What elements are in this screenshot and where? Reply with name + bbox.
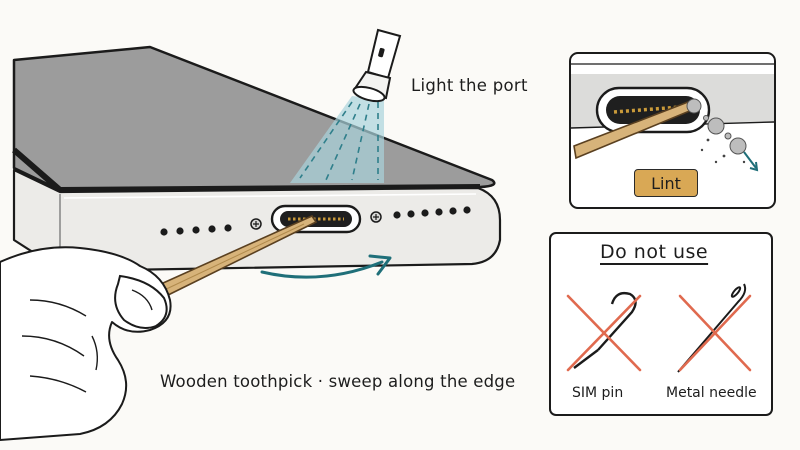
toothpick-caption: Wooden toothpick · sweep along the edge [160, 372, 515, 391]
light-the-port-label: Light the port [411, 76, 528, 95]
metal-needle-label: Metal needle [666, 385, 757, 401]
screw-left-icon [251, 219, 261, 229]
hand [0, 247, 171, 440]
lint-badge: Lint [634, 169, 698, 197]
screw-right-icon [371, 212, 381, 222]
phone-screen-face [14, 47, 494, 190]
do-not-use-heading: Do not use [600, 241, 708, 263]
sim-pin-label: SIM pin [572, 385, 623, 401]
flashlight-icon [352, 30, 400, 104]
